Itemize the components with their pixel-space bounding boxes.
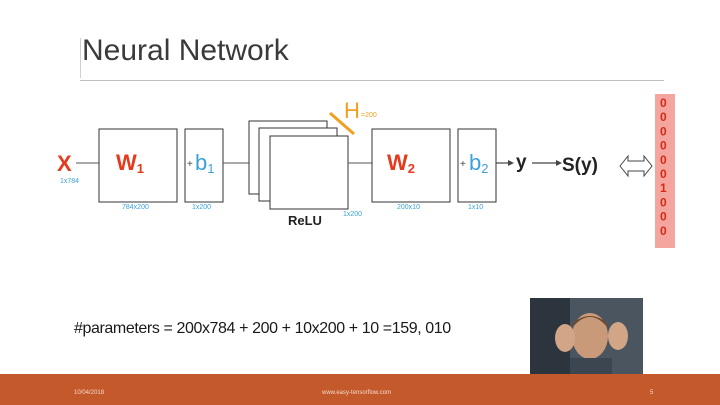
plus-symbol: + — [187, 159, 193, 170]
softmax-label: S(y) — [562, 155, 598, 176]
w2-box — [371, 128, 451, 203]
title-accent-line — [80, 38, 81, 78]
title-divider — [80, 80, 664, 81]
b2-box — [457, 128, 497, 203]
onehot-digit: 0 — [660, 124, 667, 138]
onehot-digit: 0 — [660, 139, 667, 153]
onehot-vector-box — [655, 94, 675, 248]
relu-dim: 1x200 — [343, 211, 362, 218]
x-dim: 1x784 — [60, 178, 79, 185]
b1-dim: 1x200 — [192, 204, 211, 211]
b1-subscript: 1 — [207, 161, 214, 176]
w1-dim: 784x200 — [122, 204, 149, 211]
network-diagram: X 1x784 x W1 784x200 + b1 1x200 H =200 R… — [57, 94, 675, 248]
speaker-photo — [530, 298, 643, 376]
footer-date: 10/04/2018 — [74, 390, 105, 396]
double-arrow-icon — [619, 154, 653, 178]
w2-dim: 200x10 — [397, 204, 420, 211]
footer-source: www.easy-tensorflow.com — [322, 390, 392, 396]
hidden-layer-front — [269, 135, 349, 210]
arrow-y-sy-head — [556, 160, 562, 166]
x-label: X — [57, 151, 72, 176]
onehot-digit: 0 — [660, 167, 667, 181]
footer-page-number: 5 — [650, 390, 654, 396]
onehot-digit: 0 — [660, 96, 667, 110]
onehot-digit: 0 — [660, 153, 667, 167]
plus-symbol-2: + — [460, 159, 466, 170]
speaker-photo-drawing — [530, 298, 643, 376]
relu-label: ReLU — [288, 213, 322, 228]
onehot-digit: 1 — [660, 181, 667, 195]
b2-dim: 1x10 — [468, 204, 483, 211]
w1-box — [98, 128, 178, 203]
h-label: H — [344, 98, 360, 123]
y-label: y — [516, 152, 527, 173]
b2-subscript: 2 — [481, 161, 488, 176]
slide-title: Neural Network — [82, 34, 289, 67]
b1-label: b1 — [195, 150, 214, 176]
w1-label: W1 — [116, 150, 144, 176]
onehot-digit: 0 — [660, 195, 667, 209]
parameters-count: #parameters = 200x784 + 200 + 10x200 + 1… — [74, 320, 451, 337]
b1-box — [184, 128, 224, 203]
w2-label: W2 — [387, 150, 415, 176]
w1-subscript: 1 — [137, 161, 144, 176]
onehot-digit: 0 — [660, 210, 667, 224]
h-pointer-line — [329, 111, 355, 136]
footer-bar: 10/04/2018 www.easy-tensorflow.com 5 — [0, 374, 720, 405]
onehot-digit: 0 — [660, 224, 667, 238]
w2-subscript: 2 — [408, 161, 415, 176]
h-dim: =200 — [361, 112, 377, 119]
b2-label: b2 — [469, 150, 488, 176]
onehot-digit: 0 — [660, 110, 667, 124]
arrow-b2-y-head — [508, 160, 514, 166]
